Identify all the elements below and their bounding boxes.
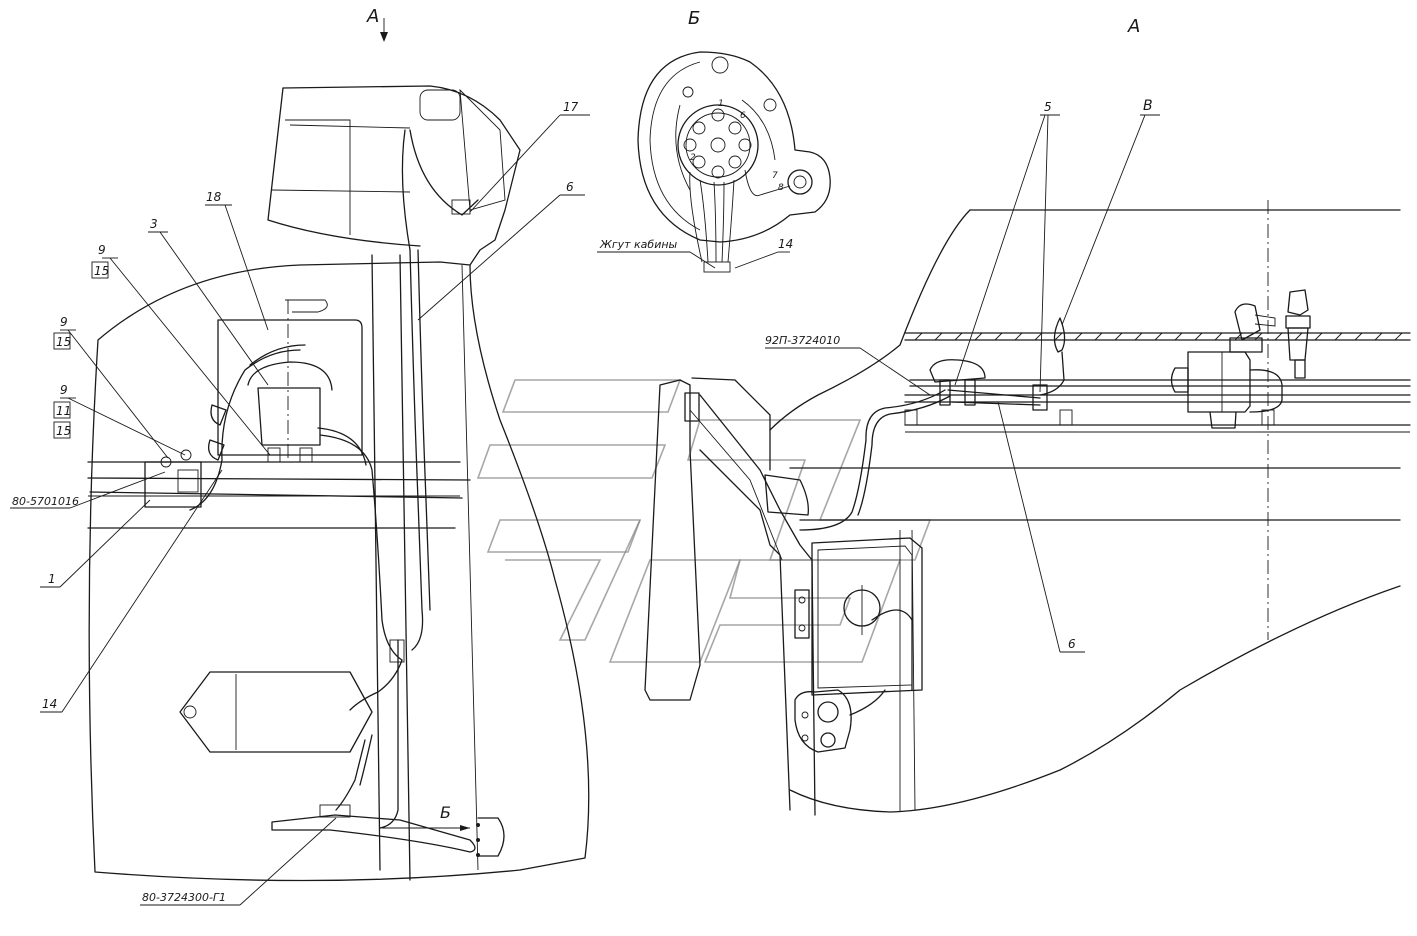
callout-6-right: 6 <box>1068 637 1076 651</box>
view-label-a-right: А <box>1127 16 1140 37</box>
callout-9a: 9 <box>98 243 106 257</box>
pin-label-1: 1 <box>718 99 724 109</box>
section-label-b: Б <box>440 803 451 822</box>
callout-6-top: 6 <box>566 180 574 194</box>
view-label-a-left: А <box>366 6 379 27</box>
left-view <box>87 18 590 882</box>
pin-label-6: 6 <box>740 111 746 121</box>
right-view <box>644 200 1411 816</box>
callout-18: 18 <box>206 190 222 204</box>
callout-14-left: 14 <box>42 697 57 711</box>
callout-9c: 9 <box>60 383 68 397</box>
callout-boxes <box>53 261 109 439</box>
callout-17: 17 <box>563 100 579 114</box>
labels: А Б А В Б 17 6 18 3 9 15 9 15 9 11 15 80… <box>12 6 1153 904</box>
part-number-80-5701016: 80-5701016 <box>12 495 79 508</box>
callout-15a: 15 <box>94 264 109 278</box>
callout-14-detail: 14 <box>778 237 793 251</box>
callout-11: 11 <box>56 404 71 418</box>
callout-15b: 15 <box>56 335 71 349</box>
detail-b-connector <box>637 51 831 273</box>
pin-label-2: 2 <box>690 153 696 163</box>
shelf-hatching <box>914 332 1403 341</box>
view-label-b: Б <box>688 8 700 29</box>
pin-label-7: 7 <box>772 171 778 181</box>
callout-1: 1 <box>48 572 56 586</box>
leader-lines <box>10 114 1160 906</box>
callout-9b: 9 <box>60 315 68 329</box>
part-number-92p-3724010: 92П-3724010 <box>765 334 840 347</box>
view-label-v: В <box>1143 98 1153 114</box>
callout-15c: 15 <box>56 424 71 438</box>
harness-label: Жгут кабины <box>599 238 678 251</box>
part-number-80-3724300-g1: 80-3724300-Г1 <box>142 891 226 904</box>
callout-3: 3 <box>150 217 158 231</box>
callout-5: 5 <box>1044 100 1052 114</box>
pin-label-8: 8 <box>778 183 784 193</box>
